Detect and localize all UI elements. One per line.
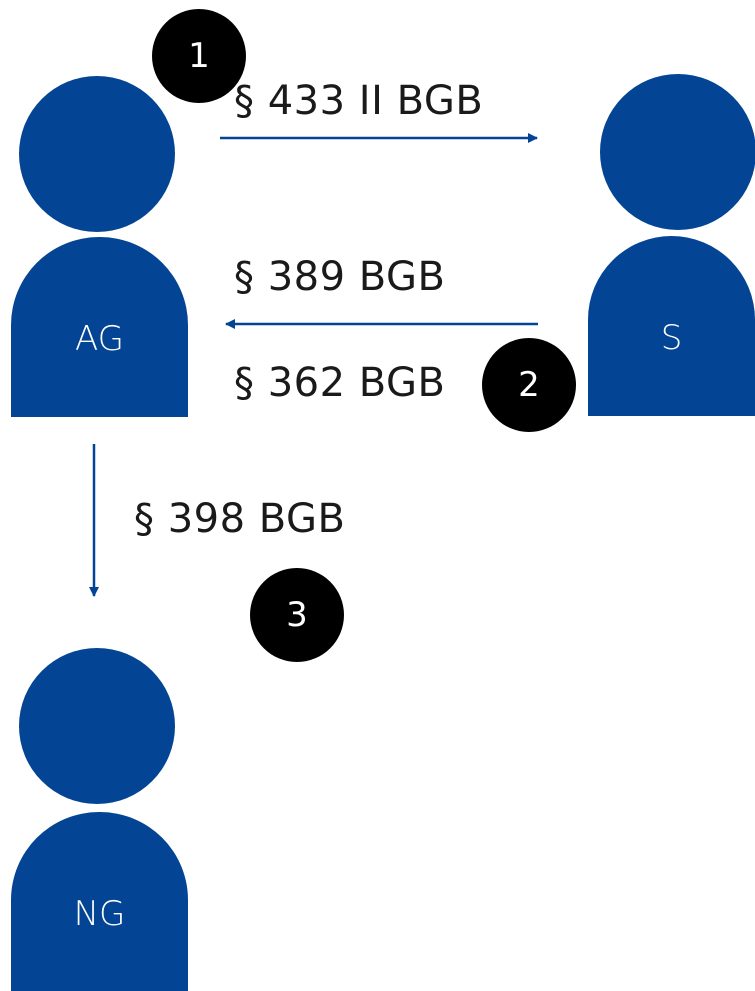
person-s-label: S [660, 318, 683, 358]
person-ag-body: AG [11, 237, 188, 417]
relation-s-to-ag-label-top: § 389 BGB [234, 254, 446, 300]
relation-ag-to-ng-label: § 398 BGB [134, 496, 346, 542]
relation-s-to-ag-label-bottom: § 362 BGB [234, 360, 446, 406]
person-ag-label: AG [74, 319, 124, 359]
person-s-body: S [588, 236, 755, 416]
person-ng-head [19, 648, 175, 804]
person-ng-label: NG [73, 893, 126, 934]
person-ng-body: NG [11, 812, 188, 991]
step-badge-2: 2 [482, 338, 576, 432]
person-s-head [600, 74, 755, 230]
step-badge-1: 1 [152, 9, 246, 103]
relation-ag-to-s-label: § 433 II BGB [234, 78, 484, 124]
person-ag-head [19, 76, 175, 232]
step-badge-3: 3 [250, 568, 344, 662]
